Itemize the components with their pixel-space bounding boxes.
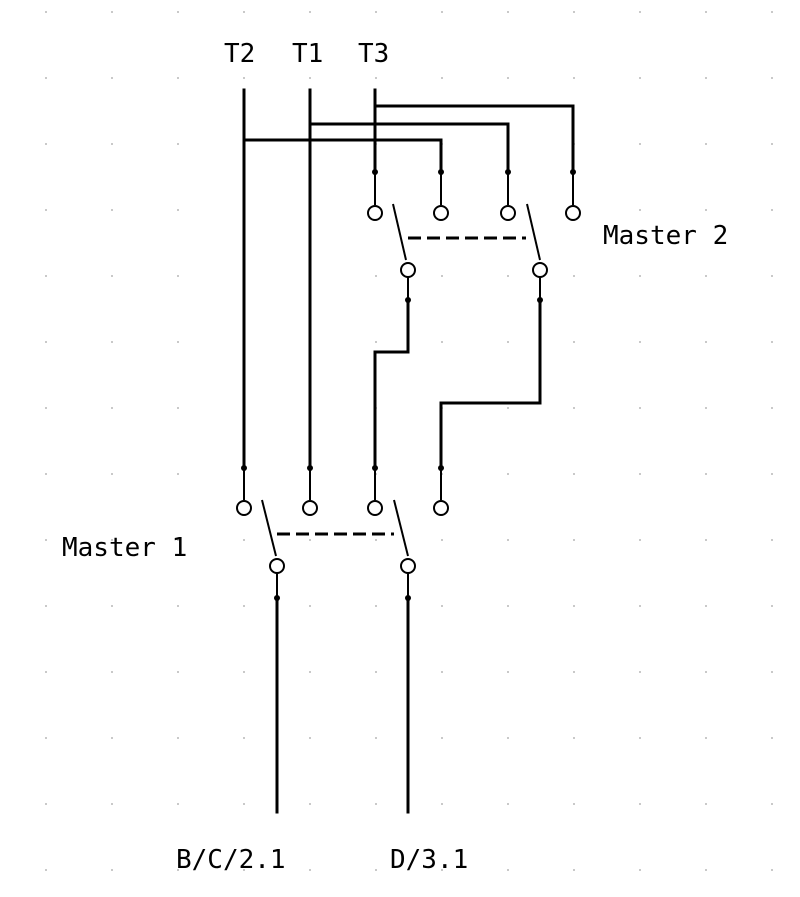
wire-master2-left-to-master1 xyxy=(373,298,410,470)
master2-common-right xyxy=(532,262,548,278)
output-label-right: D/3.1 xyxy=(390,845,468,875)
master2-contact-3 xyxy=(500,205,516,221)
master1-blade-right xyxy=(393,499,409,557)
master2-label: Master 2 xyxy=(603,221,728,251)
wire-t3-to-master2-right xyxy=(373,88,575,174)
wire-t2-to-master2 xyxy=(242,88,443,174)
feed-wires xyxy=(242,88,575,470)
master2-contact-1 xyxy=(367,205,383,221)
master1-contact-2 xyxy=(302,500,318,516)
master2-blade-right xyxy=(526,203,541,261)
master2-contact-2 xyxy=(433,205,449,221)
terminal-label-t3: T3 xyxy=(358,39,389,69)
interconnect-wires xyxy=(373,298,542,470)
master1-label: Master 1 xyxy=(62,533,187,563)
master2-switch xyxy=(367,169,581,303)
master1-contact-4 xyxy=(433,500,449,516)
wire-master2-right-to-master1 xyxy=(439,298,542,470)
master2-common-left xyxy=(400,262,416,278)
master1-contact-3 xyxy=(367,500,383,516)
master1-contact-1 xyxy=(236,500,252,516)
master2-contact-4 xyxy=(565,205,581,221)
output-label-left: B/C/2.1 xyxy=(176,845,286,875)
master1-switch xyxy=(236,465,449,601)
master1-common-left xyxy=(269,558,285,574)
wire-t1-to-master2 xyxy=(308,88,510,174)
terminal-label-t1: T1 xyxy=(292,39,323,69)
master2-blade-left xyxy=(392,203,407,261)
master1-common-right xyxy=(400,558,416,574)
master1-blade-left xyxy=(261,499,277,557)
terminal-label-t2: T2 xyxy=(224,39,255,69)
